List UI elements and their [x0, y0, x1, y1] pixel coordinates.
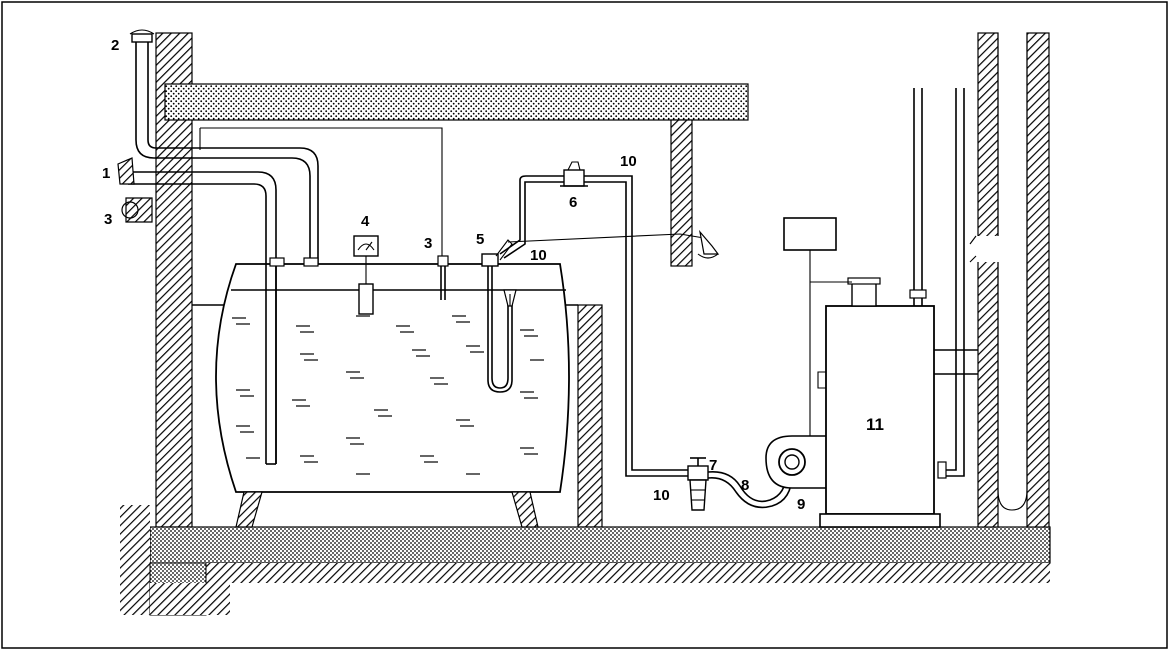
label-pump-unit: 6 [569, 194, 577, 211]
building-structure [120, 32, 1051, 616]
water-pipes [909, 88, 965, 479]
label-boiler: 11 [866, 415, 884, 434]
shutoff-valve [481, 253, 499, 267]
vent-cap [131, 33, 153, 43]
control-box [783, 217, 837, 251]
filter-assembly [687, 457, 793, 511]
label-shutoff-valve: 5 [476, 231, 484, 248]
label-lower-line: 10 [653, 487, 670, 504]
dip-tube [437, 255, 449, 300]
chimney-flue [997, 33, 1028, 511]
oil-tank [215, 263, 570, 528]
chimney-wall-outer [1026, 32, 1050, 528]
label-filter: 7 [709, 457, 717, 474]
label-upper-line: 10 [620, 153, 637, 170]
pump-unit [563, 169, 585, 187]
gauge-float [358, 283, 374, 315]
signal-line [200, 127, 443, 262]
partition-column [670, 119, 693, 267]
limit-value-sensor [125, 197, 153, 223]
label-gauge: 4 [361, 213, 370, 230]
label-shutoff-line: 10 [530, 247, 547, 264]
release-cable [507, 233, 705, 243]
ceiling-slab [164, 83, 749, 121]
oil-filter [689, 479, 707, 511]
ground-earth-step [150, 583, 230, 615]
floor-slab [149, 526, 1051, 564]
burner [765, 435, 831, 489]
chimney-wall-inner [977, 32, 999, 528]
label-fill-cap: 1 [102, 165, 110, 182]
label-burner: 9 [797, 496, 805, 513]
tank-leg-left [235, 491, 263, 528]
label-left-valve: 3 [104, 211, 112, 228]
oil-hose [707, 470, 787, 503]
tank-bund-wall [577, 304, 603, 528]
label-hose: 8 [741, 477, 749, 494]
fill-and-vent-pipes [117, 29, 319, 465]
boiler [783, 217, 978, 528]
tank-leg-right [511, 491, 539, 528]
suction-assembly [481, 161, 720, 477]
contents-gauge [353, 235, 379, 315]
oil-liquid-marks [232, 315, 544, 475]
label-vent-cap: 2 [111, 37, 119, 54]
fill-connector [117, 157, 135, 185]
label-dip-tube: 3 [424, 235, 432, 252]
boiler-body [825, 305, 935, 515]
part-labels: 2 1 3 4 3 5 10 6 10 7 10 8 9 11 [102, 37, 884, 513]
ground-earth-left [120, 505, 150, 615]
boiler-base [819, 513, 941, 528]
ground-earth [120, 563, 1050, 583]
tank-body [215, 263, 570, 493]
